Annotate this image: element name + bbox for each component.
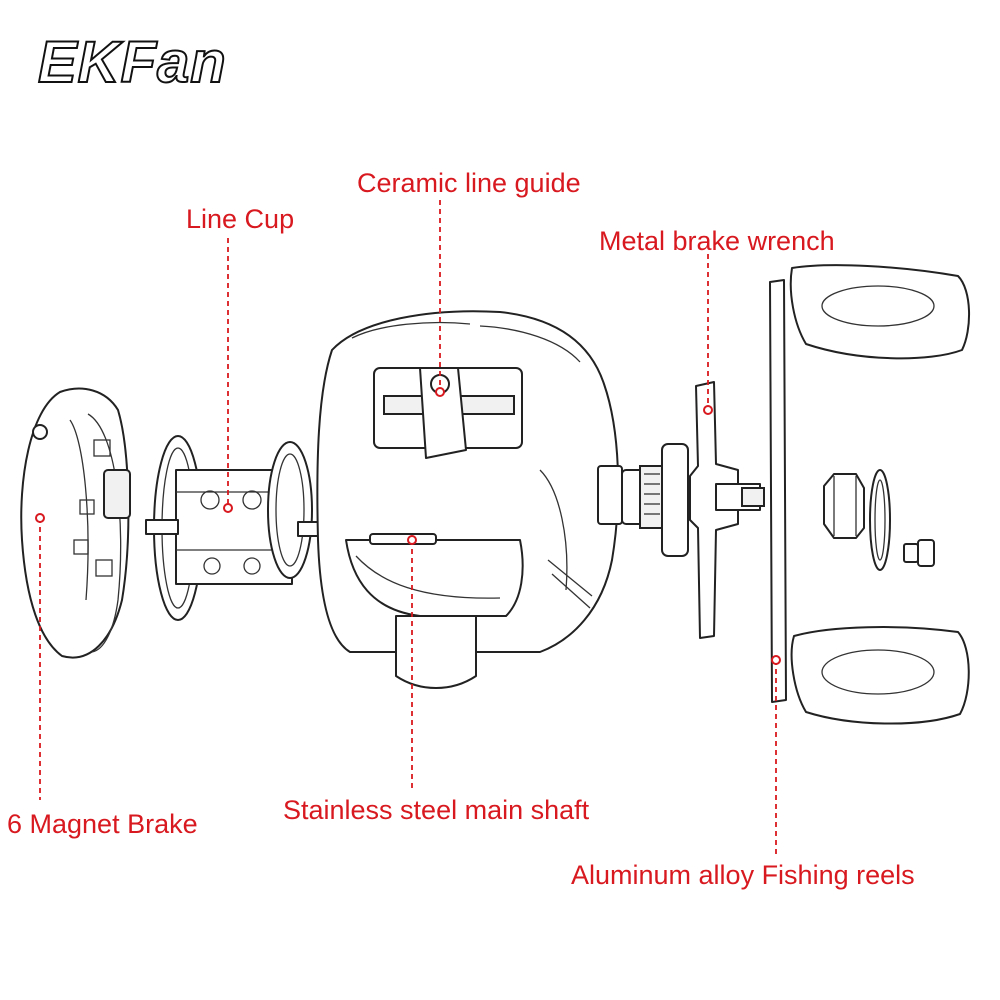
drag-assembly — [621, 381, 765, 639]
leader-lines — [35, 200, 781, 858]
brand-logo: EKFan — [37, 30, 227, 95]
label-ceramic-line-guide: Ceramic line guide — [357, 168, 581, 198]
label-metal-brake-wrench: Metal brake wrench — [599, 226, 835, 256]
handle-nut-parts — [823, 469, 935, 571]
label-line-cup: Line Cup — [186, 204, 295, 234]
label-main-shaft: Stainless steel main shaft — [283, 795, 590, 825]
magnet-brake-cover — [20, 387, 131, 659]
label-fishing-reels: Aluminum alloy Fishing reels — [571, 860, 915, 890]
line-cup-spool — [145, 435, 329, 621]
reel-frame — [316, 310, 623, 689]
label-magnet-brake: 6 Magnet Brake — [7, 809, 198, 839]
handle-assembly — [769, 264, 970, 725]
